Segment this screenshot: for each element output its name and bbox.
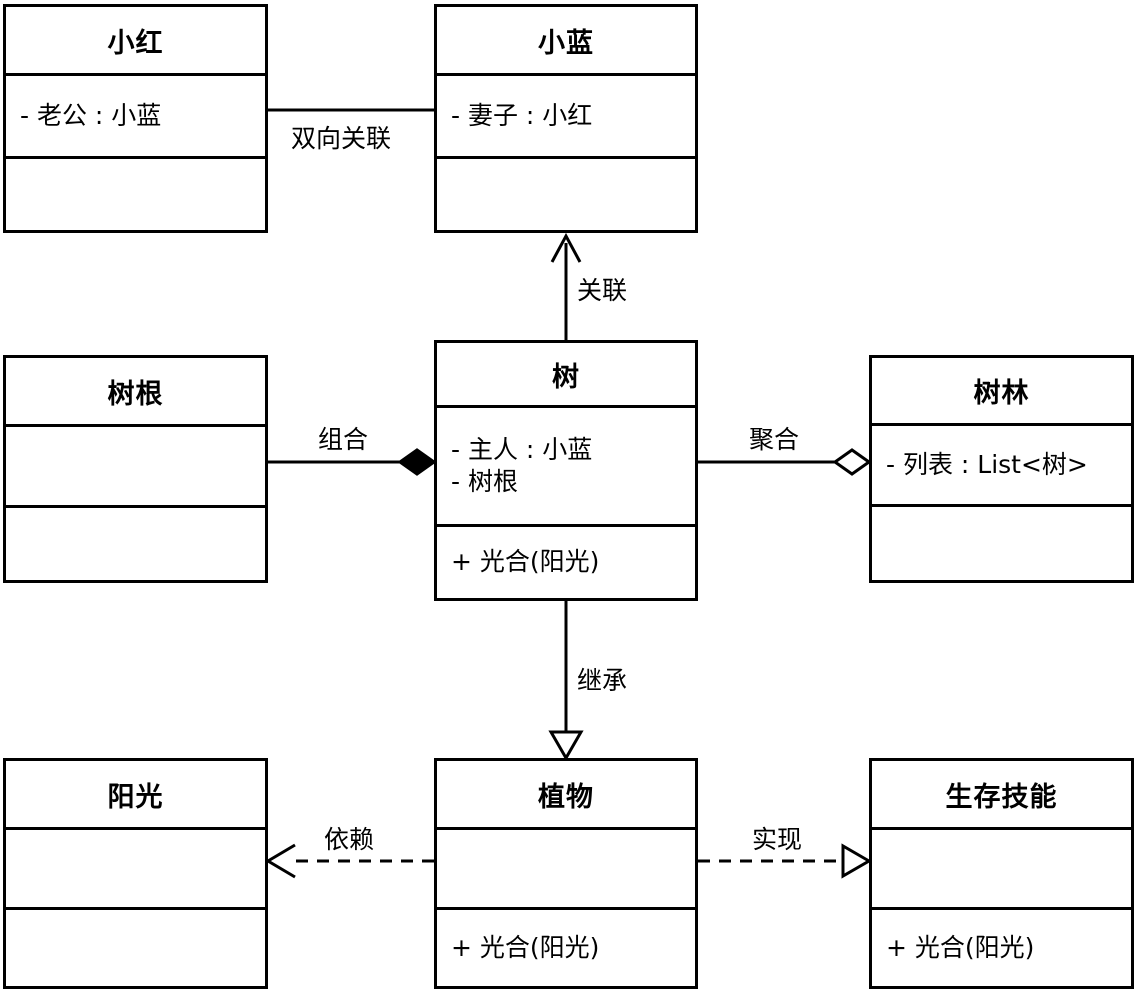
class-title-shu: 树 <box>437 343 695 408</box>
class-attributes-shengcunjineng <box>872 830 1131 910</box>
class-title-xiaolan: 小蓝 <box>437 7 695 76</box>
attribute-item: - 树根 <box>451 467 518 496</box>
class-title-yangguang: 阳光 <box>6 761 265 830</box>
edge-label-composition: 组合 <box>314 420 373 456</box>
edge-label-inheritance: 继承 <box>573 661 632 697</box>
class-title-shulin: 树林 <box>872 358 1131 426</box>
edge-label-realization: 实现 <box>748 820 807 856</box>
edge-label-bidirectional-association: 双向关联 <box>287 119 396 155</box>
class-attributes-shulin: - 列表 : List<树> <box>872 426 1131 507</box>
edge-label-aggregation: 聚合 <box>745 420 804 456</box>
class-operations-xiaohong <box>6 159 265 230</box>
class-title-shugen: 树根 <box>6 358 265 427</box>
attribute-item: - 列表 : List<树> <box>886 449 1088 479</box>
class-operations-shugen <box>6 508 265 580</box>
class-box-yangguang[interactable]: 阳光 <box>3 758 268 989</box>
class-box-zhiwu[interactable]: 植物 + 光合(阳光) <box>434 758 698 989</box>
operation-item: + 光合(阳光) <box>886 932 1035 962</box>
edge-label-dependency: 依赖 <box>320 820 379 856</box>
class-title-xiaohong: 小红 <box>6 7 265 76</box>
class-box-xiaohong[interactable]: 小红 - 老公 : 小蓝 <box>3 4 268 233</box>
class-operations-yangguang <box>6 910 265 986</box>
class-operations-shengcunjineng: + 光合(阳光) <box>872 910 1131 986</box>
class-attributes-shugen <box>6 427 265 508</box>
class-box-shulin[interactable]: 树林 - 列表 : List<树> <box>869 355 1134 583</box>
class-title-shengcunjineng: 生存技能 <box>872 761 1131 830</box>
class-operations-zhiwu: + 光合(阳光) <box>437 910 695 986</box>
attribute-item: - 老公 : 小蓝 <box>20 100 162 130</box>
filled-diamond-icon <box>397 448 437 476</box>
class-box-xiaolan[interactable]: 小蓝 - 妻子 : 小红 <box>434 4 698 233</box>
hollow-triangle-right-icon <box>841 843 873 879</box>
class-attributes-shu: - 主人 : 小蓝 - 树根 <box>437 408 695 527</box>
operation-item: + 光合(阳光) <box>451 932 600 962</box>
class-box-shugen[interactable]: 树根 <box>3 355 268 583</box>
class-operations-xiaolan <box>437 159 695 230</box>
class-attributes-yangguang <box>6 830 265 910</box>
class-attributes-xiaohong: - 老公 : 小蓝 <box>6 76 265 159</box>
hollow-triangle-down-icon <box>548 730 584 762</box>
class-operations-shulin <box>872 507 1131 580</box>
class-box-shu[interactable]: 树 - 主人 : 小蓝 - 树根 + 光合(阳光) <box>434 340 698 601</box>
operation-item: + 光合(阳光) <box>451 547 600 577</box>
class-operations-shu: + 光合(阳光) <box>437 527 695 598</box>
hollow-diamond-icon <box>832 448 872 476</box>
attribute-item: - 妻子 : 小红 <box>451 100 593 130</box>
edge-association-arrowhead-icon <box>550 232 582 263</box>
class-attributes-zhiwu <box>437 830 695 910</box>
attribute-item: - 主人 : 小蓝 <box>451 434 593 464</box>
class-attributes-xiaolan: - 妻子 : 小红 <box>437 76 695 159</box>
class-title-zhiwu: 植物 <box>437 761 695 830</box>
class-box-shengcunjineng[interactable]: 生存技能 + 光合(阳光) <box>869 758 1134 989</box>
edge-label-association: 关联 <box>573 271 632 307</box>
edge-dependency-arrowhead-icon <box>265 843 296 879</box>
